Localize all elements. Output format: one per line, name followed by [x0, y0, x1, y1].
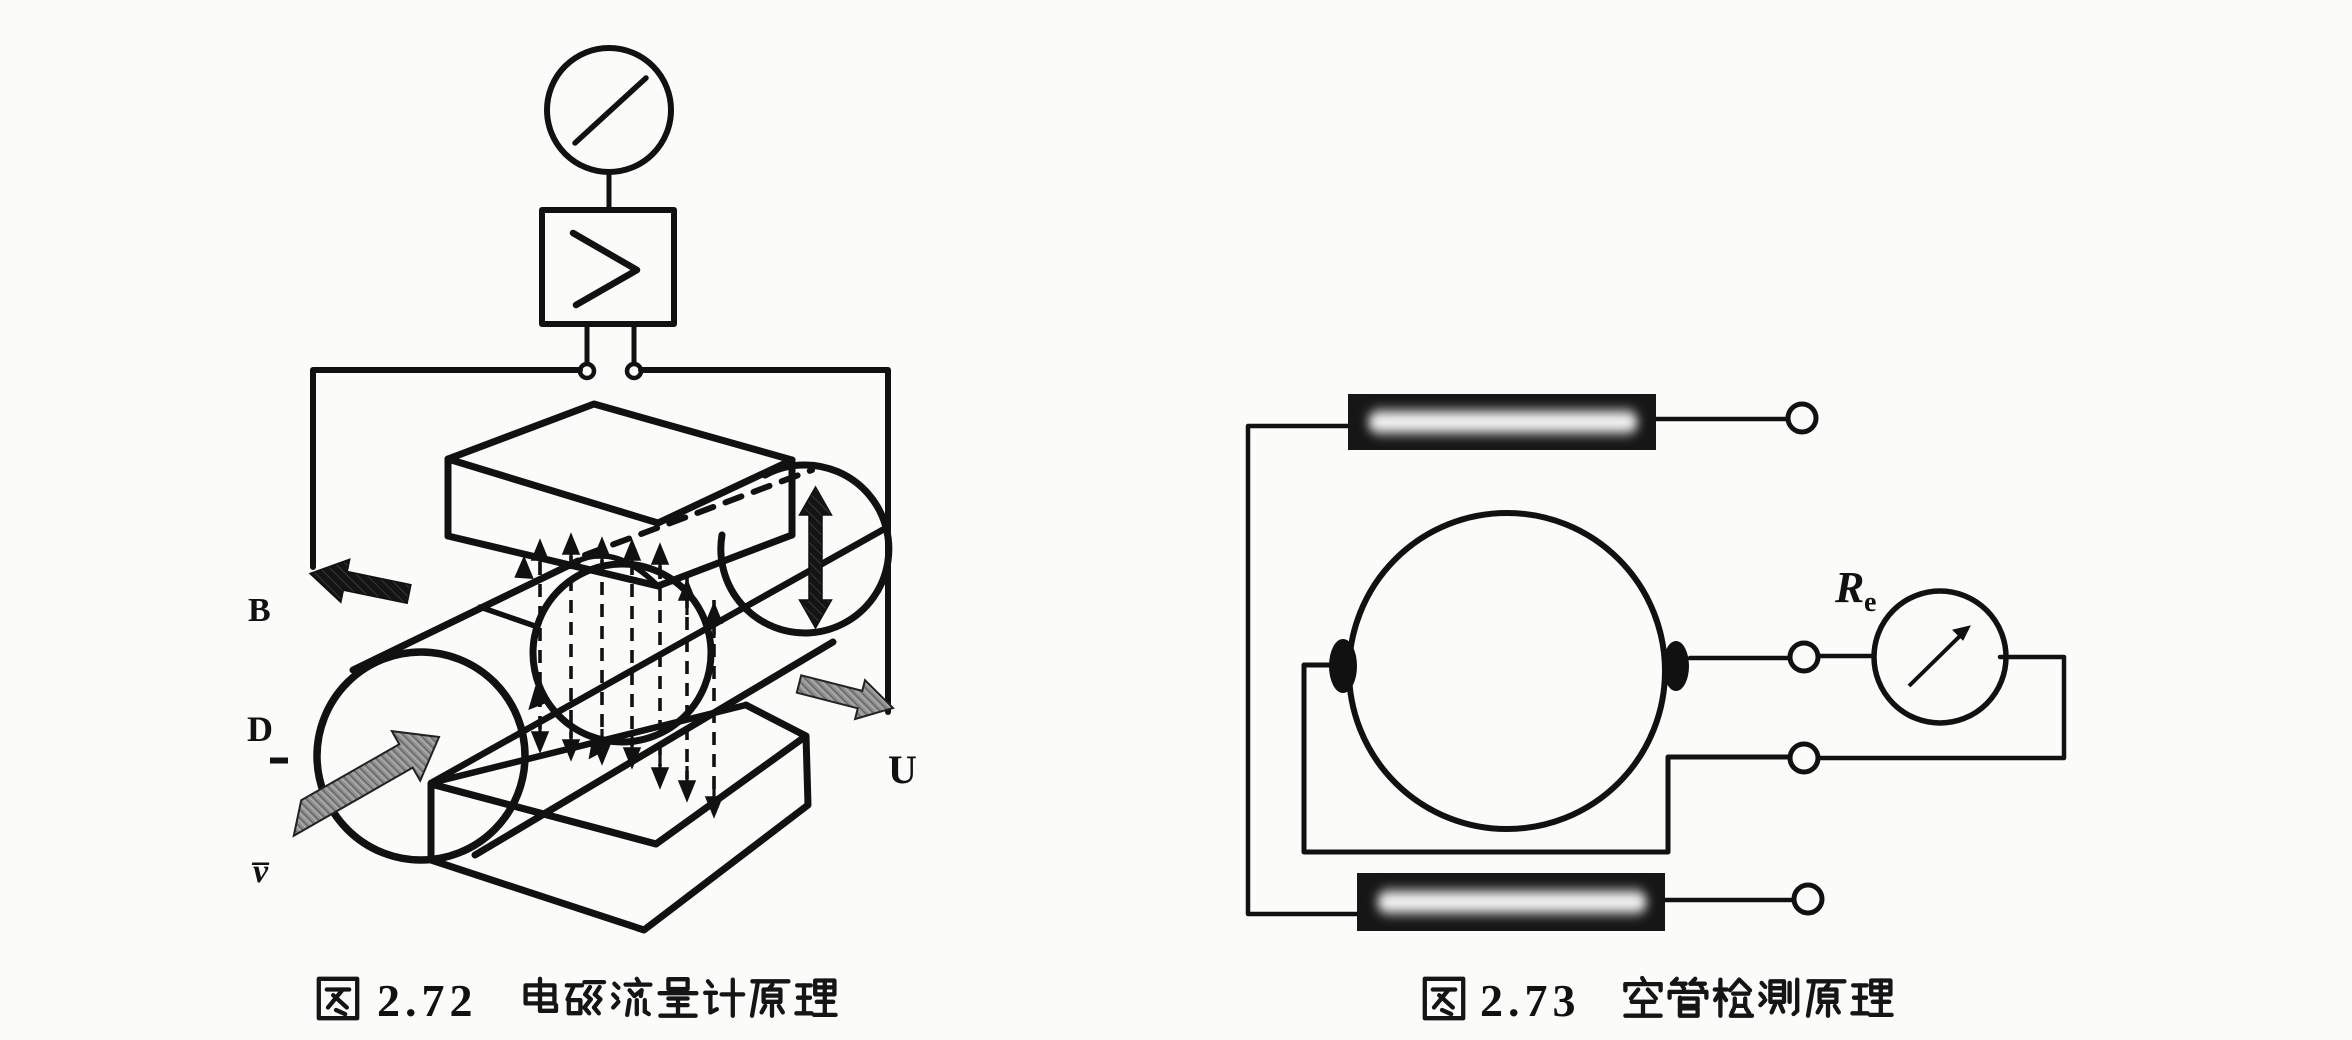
svg-text:D: D: [247, 709, 273, 749]
svg-text:e: e: [1864, 587, 1876, 618]
svg-text:U: U: [888, 747, 917, 792]
svg-text:2.72: 2.72: [377, 975, 478, 1026]
svg-text:2.73: 2.73: [1480, 975, 1581, 1026]
svg-text:R: R: [1834, 563, 1864, 612]
svg-text:v̅: v̅: [251, 853, 270, 890]
svg-text:B: B: [248, 592, 271, 629]
